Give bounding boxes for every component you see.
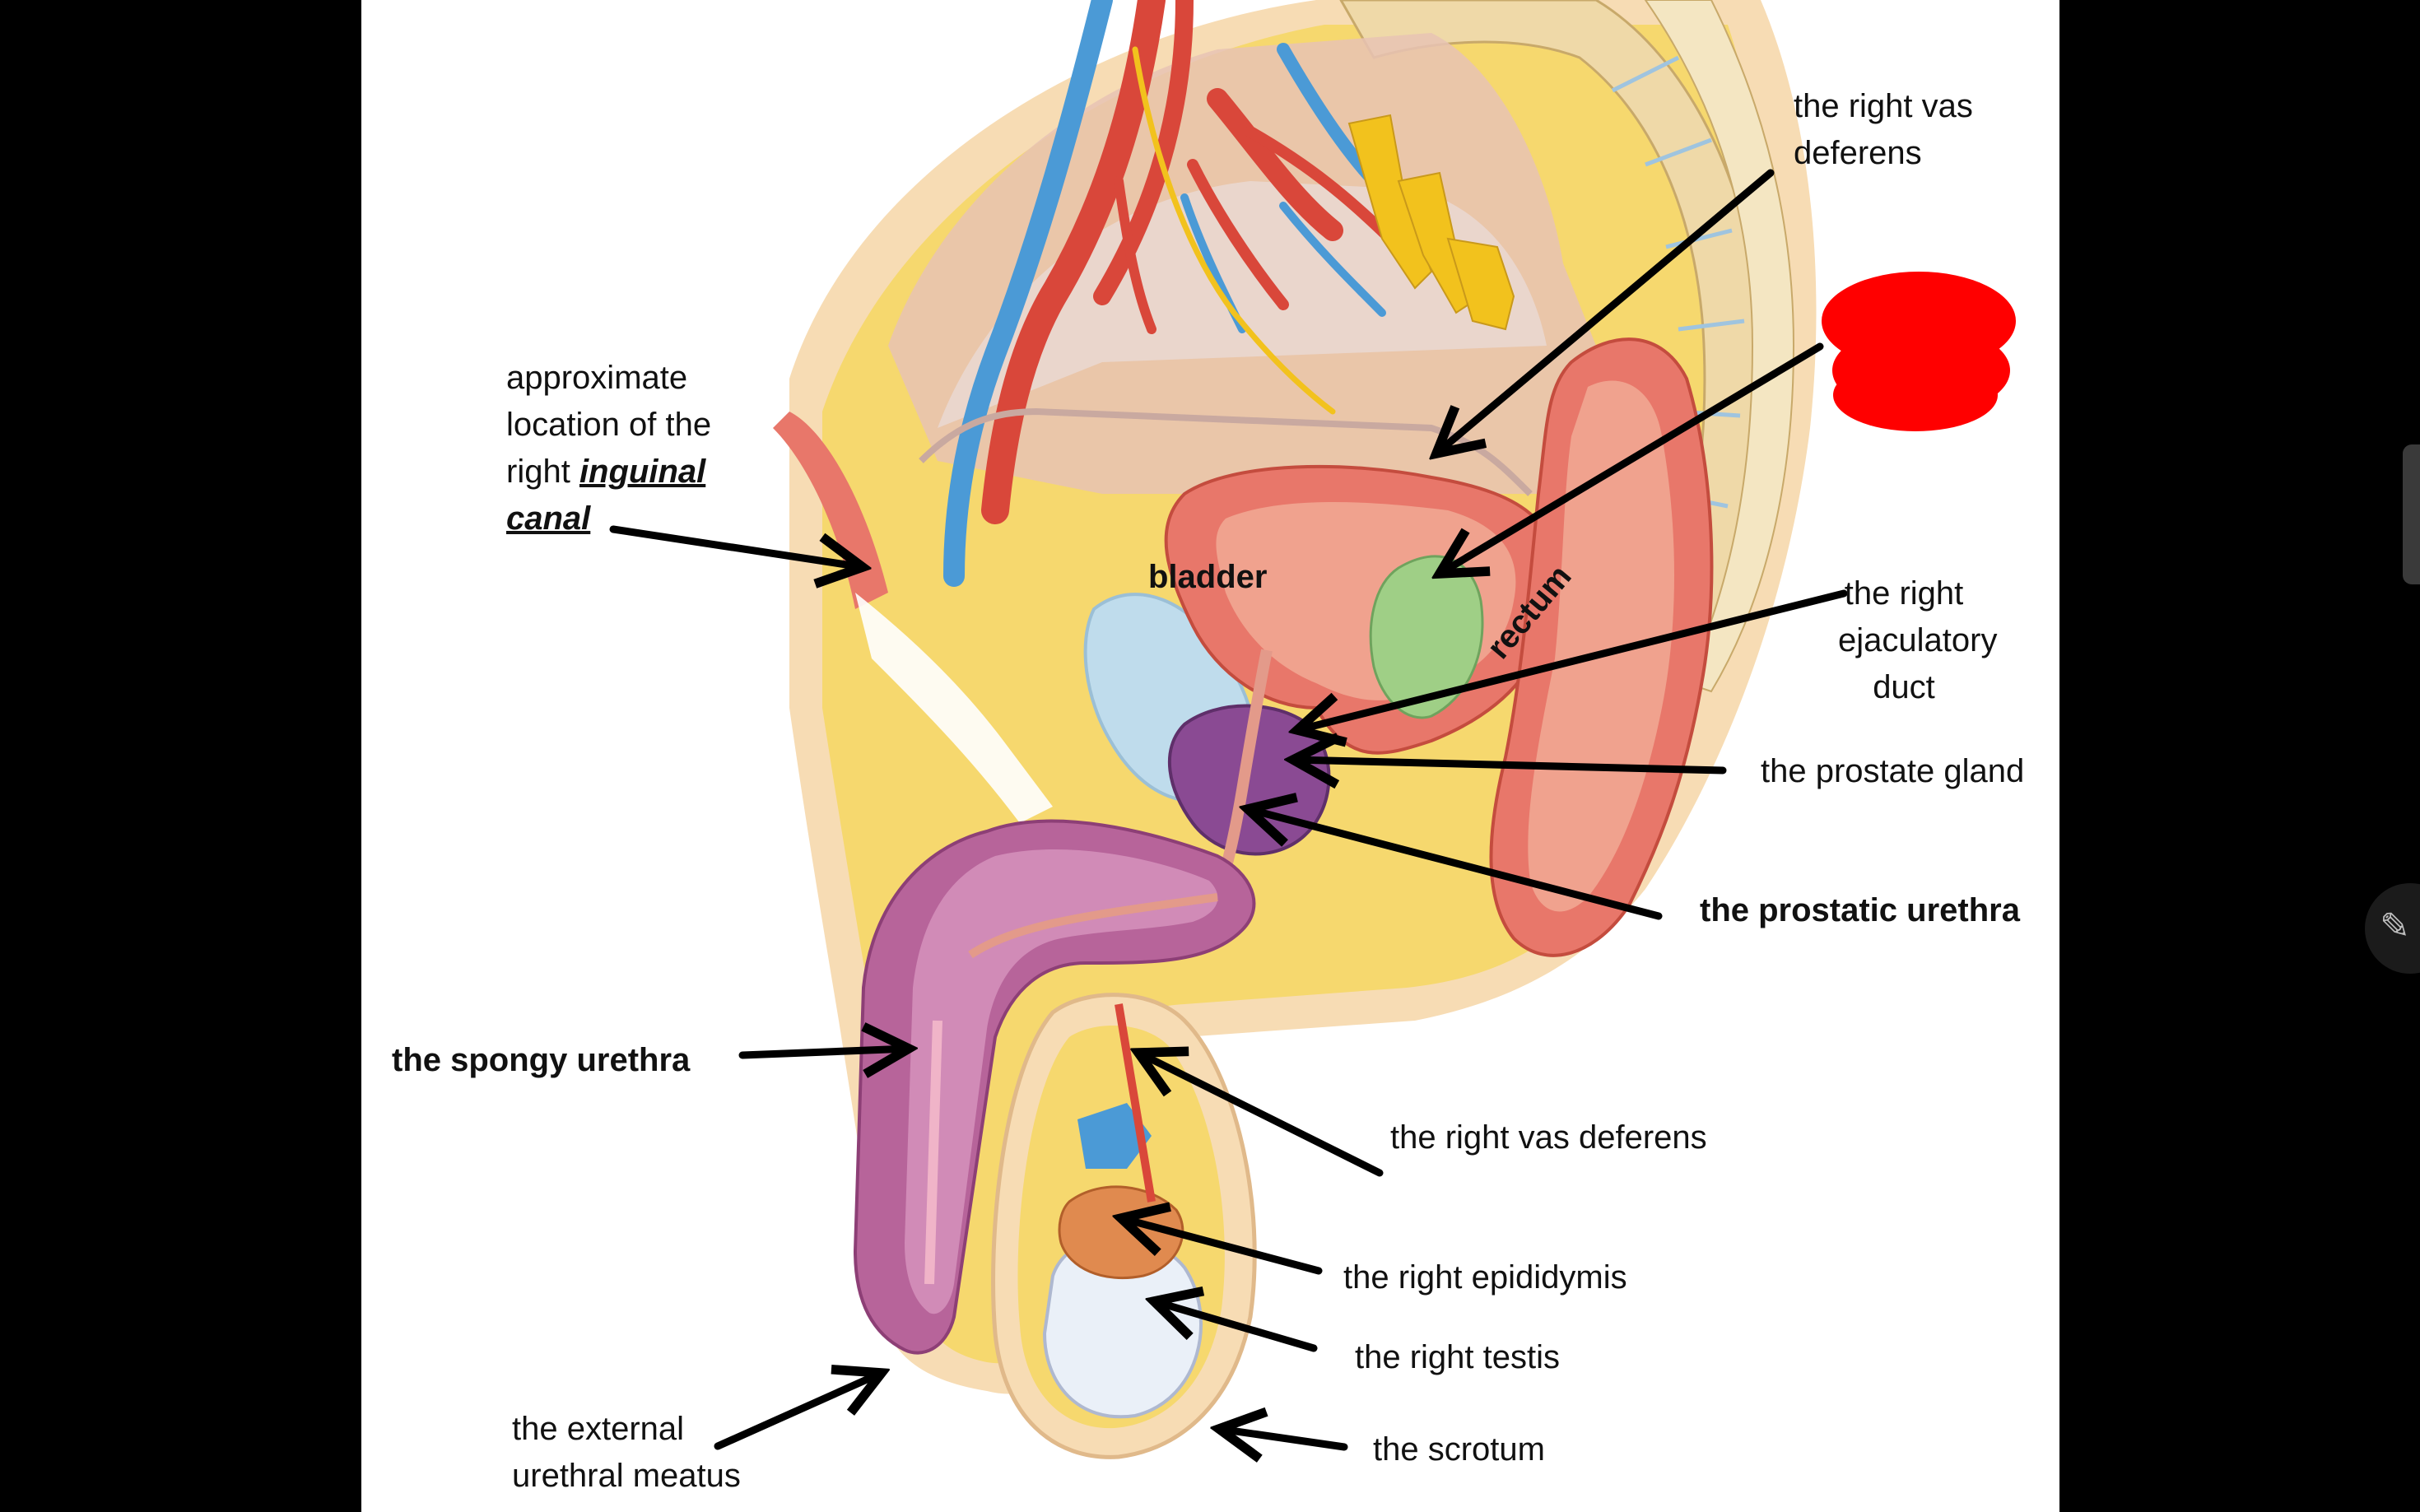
label-ejaculatory-duct: the right ejaculatory duct	[1838, 575, 1998, 705]
arrow-prostatic-urethra	[1248, 809, 1663, 920]
pencil-icon: ✎	[2380, 905, 2410, 947]
edit-button[interactable]: ✎	[2365, 883, 2420, 974]
rectum-organ	[1489, 337, 1714, 957]
penis	[853, 819, 1256, 1355]
label-testis: the right testis	[1355, 1339, 1561, 1375]
arrow-vas-deferens-upper	[1436, 169, 1775, 454]
scrotum-testis	[991, 993, 1257, 1459]
arrow-spongy-urethra	[738, 1049, 909, 1055]
arrow-scrotum	[1219, 1429, 1348, 1447]
sacral-nerves	[1347, 114, 1515, 331]
arrow-inguinal-canal	[609, 525, 863, 567]
arrow-external-meatus	[714, 1373, 882, 1450]
label-inguinal-canal: approximate location of the right inguin…	[506, 360, 712, 537]
arrow-testis	[1154, 1301, 1318, 1352]
redaction-blob	[1822, 272, 2016, 431]
label-scrotum: the scrotum	[1373, 1431, 1545, 1468]
label-prostatic-urethra: the prostatic urethra	[1700, 892, 2020, 928]
arrow-vas-deferens-lower	[1138, 1053, 1384, 1177]
peritoneal-fold	[919, 407, 1533, 496]
label-vas-deferens-lower: the right vas deferens	[1390, 1119, 1707, 1156]
anatomy-illustration: bladder rectum	[609, 0, 2016, 1512]
label-external-urethral-meatus: the external urethral meatus	[512, 1411, 741, 1494]
label-vas-deferens-upper: the right vas deferens	[1794, 88, 1973, 171]
bladder-label: bladder	[1148, 559, 1267, 595]
side-scroll-handle[interactable]	[2403, 444, 2420, 584]
slide-canvas: bladder rectum approximate location of t…	[361, 0, 2059, 1512]
label-epididymis: the right epididymis	[1343, 1259, 1627, 1296]
pelvic-vessels	[943, 0, 1404, 587]
arrow-prostate-gland	[1293, 760, 1727, 770]
arrow-ejaculatory-duct	[1297, 589, 1848, 730]
arrow-epididymis	[1121, 1218, 1323, 1275]
label-spongy-urethra: the spongy urethra	[392, 1042, 691, 1078]
arrow-redacted-structure	[1440, 342, 1824, 574]
label-prostate-gland: the prostate gland	[1761, 753, 2025, 789]
callout-arrows	[609, 169, 1848, 1450]
